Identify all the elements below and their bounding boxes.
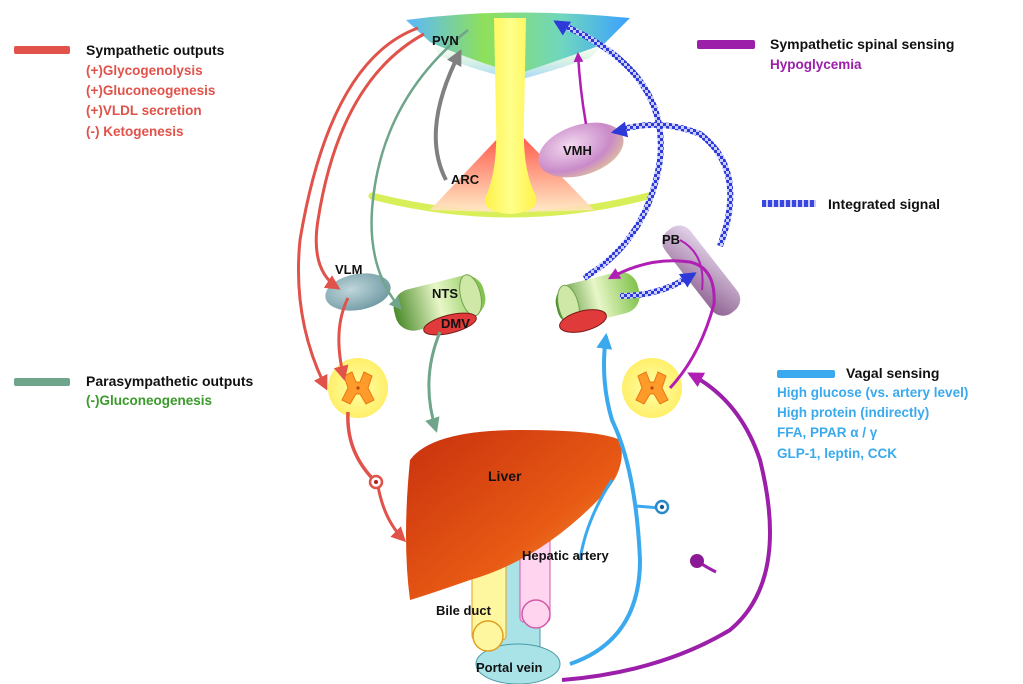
sympathetic-cord-to-ganglion [348,412,372,478]
vmh-to-pvn-arrow [578,54,586,124]
parasympathetic-pvn-to-dmv [372,30,468,308]
spinal-dorsal-root-ganglion [690,554,704,568]
label-vmh: VMH [563,143,592,158]
label-liver: Liver [488,468,522,484]
label-dmv: DMV [441,316,470,331]
label-arc: ARC [451,172,480,187]
sympathetic-path-inner [316,34,424,288]
label-portal-vein: Portal vein [476,660,543,675]
arc-to-pvn-arrow [436,52,460,180]
spinal-cord-left [328,358,388,418]
sympathetic-ganglion-to-liver [378,486,404,540]
label-pvn: PVN [432,33,459,48]
label-vlm: VLM [335,262,362,277]
spinal-cord-right [622,358,682,418]
spinal-liver-to-cord [562,374,770,680]
parasympathetic-dmv-to-liver [429,332,440,430]
label-bile-duct: Bile duct [436,603,492,618]
hypothalamus [372,12,648,214]
label-nts: NTS [432,286,458,301]
sympathetic-path-outer [298,28,418,388]
label-hepatic-artery: Hepatic artery [522,548,609,563]
label-pb: PB [662,232,680,247]
